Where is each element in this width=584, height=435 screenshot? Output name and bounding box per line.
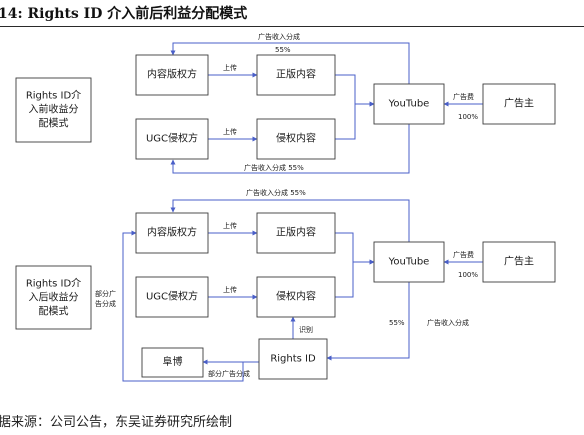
upper-ugc-box: UGC侵权方 <box>135 118 209 160</box>
lower-side-label-box: Rights ID介 入后收益分 配模式 <box>15 265 92 330</box>
lower-ugc-box: UGC侵权方 <box>135 276 209 318</box>
lower-partial-share-label: 部分广 <box>95 289 116 298</box>
upper-top-share-pct: 55% <box>275 46 291 54</box>
lower-rights-id-to-owner <box>122 230 259 382</box>
lower-official-top-arrow <box>170 199 410 242</box>
svg-text:广告主: 广告主 <box>504 97 534 110</box>
svg-text:正版内容: 正版内容 <box>276 226 316 239</box>
lower-ad-pct-label: 100% <box>458 271 478 279</box>
side-label-line: 入前收益分 <box>29 103 79 116</box>
svg-text:正版内容: 正版内容 <box>276 68 316 81</box>
side-label-line: 配模式 <box>39 117 69 130</box>
svg-text:广告主: 广告主 <box>504 255 534 268</box>
upper-youtube-box: YouTube <box>373 83 445 125</box>
lower-infringing-content-box: 侵权内容 <box>256 276 336 318</box>
lower-youtube-to-rights-id <box>326 282 410 361</box>
svg-text:侵权内容: 侵权内容 <box>276 290 316 303</box>
lower-official-owner-box: 内容版权方 <box>135 212 209 254</box>
svg-text:YouTube: YouTube <box>388 99 430 110</box>
lower-rights-id-box: Rights ID <box>258 338 328 380</box>
upper-top-share-label: 广告收入分成 <box>258 32 300 41</box>
side-label-line: 入后收益分 <box>29 291 79 304</box>
upper-ugc-bottom-arrow <box>170 124 410 174</box>
svg-text:YouTube: YouTube <box>388 257 430 268</box>
svg-text:UGC侵权方: UGC侵权方 <box>146 132 198 145</box>
lower-partial-share-label: 告分成 <box>95 299 116 308</box>
lower-weibo-share-label: 部分广告分成 <box>208 369 250 378</box>
upper-official-content-box: 正版内容 <box>256 54 336 96</box>
upper-upload-1-label: 上传 <box>223 63 237 72</box>
lower-advertiser-box: 广告主 <box>482 241 556 283</box>
lower-right-pct-label: 55% <box>389 319 405 327</box>
upper-official-owner-box: 内容版权方 <box>135 54 209 96</box>
svg-text:内容版权方: 内容版权方 <box>147 68 197 81</box>
lower-official-content-box: 正版内容 <box>256 212 336 254</box>
lower-weibo-box: 阜博 <box>141 347 204 378</box>
upper-advertiser-box: 广告主 <box>482 83 556 125</box>
upper-official-to-youtube <box>335 74 375 107</box>
lower-ad-fee-label: 广告费 <box>453 250 474 259</box>
side-label-line: Rights ID介 <box>26 90 81 102</box>
svg-text:侵权内容: 侵权内容 <box>276 132 316 145</box>
side-label-line: 配模式 <box>39 305 69 318</box>
upper-side-label-box: Rights ID介 入前收益分 配模式 <box>15 77 92 143</box>
revenue-diagram: Rights ID介 入前收益分 配模式 内容版权方 正版内容 UGC侵权方 侵… <box>15 32 556 382</box>
title-bar: 14: Rights ID 介入前后利益分配模式 <box>0 0 584 27</box>
svg-text:内容版权方: 内容版权方 <box>147 226 197 239</box>
upper-infringing-content-box: 侵权内容 <box>256 118 336 160</box>
svg-text:阜博: 阜博 <box>163 355 183 368</box>
lower-upload-1-label: 上传 <box>223 221 237 230</box>
source-note: 据来源：公司公告，东吴证券研究所绘制 <box>0 415 233 430</box>
side-label-line: Rights ID介 <box>26 278 81 290</box>
lower-infringing-to-youtube <box>335 259 375 298</box>
lower-upload-2-label: 上传 <box>223 285 237 294</box>
upper-infringing-to-youtube <box>335 101 375 140</box>
lower-identify-label: 识别 <box>299 325 313 334</box>
lower-top-share-label: 广告收入分成 55% <box>246 188 306 197</box>
upper-bottom-share-label: 广告收入分成 55% <box>244 163 304 172</box>
upper-ad-fee-label: 广告费 <box>453 92 474 101</box>
svg-text:UGC侵权方: UGC侵权方 <box>146 290 198 303</box>
lower-youtube-box: YouTube <box>373 241 445 283</box>
lower-right-share-label: 广告收入分成 <box>427 318 469 327</box>
figure-title: 14: Rights ID 介入前后利益分配模式 <box>0 6 248 22</box>
svg-text:Rights ID: Rights ID <box>270 354 316 365</box>
upper-upload-2-label: 上传 <box>223 127 237 136</box>
upper-ugc-top-arrow <box>170 42 410 93</box>
lower-official-to-youtube <box>335 232 375 265</box>
upper-ad-pct-label: 100% <box>458 113 478 121</box>
